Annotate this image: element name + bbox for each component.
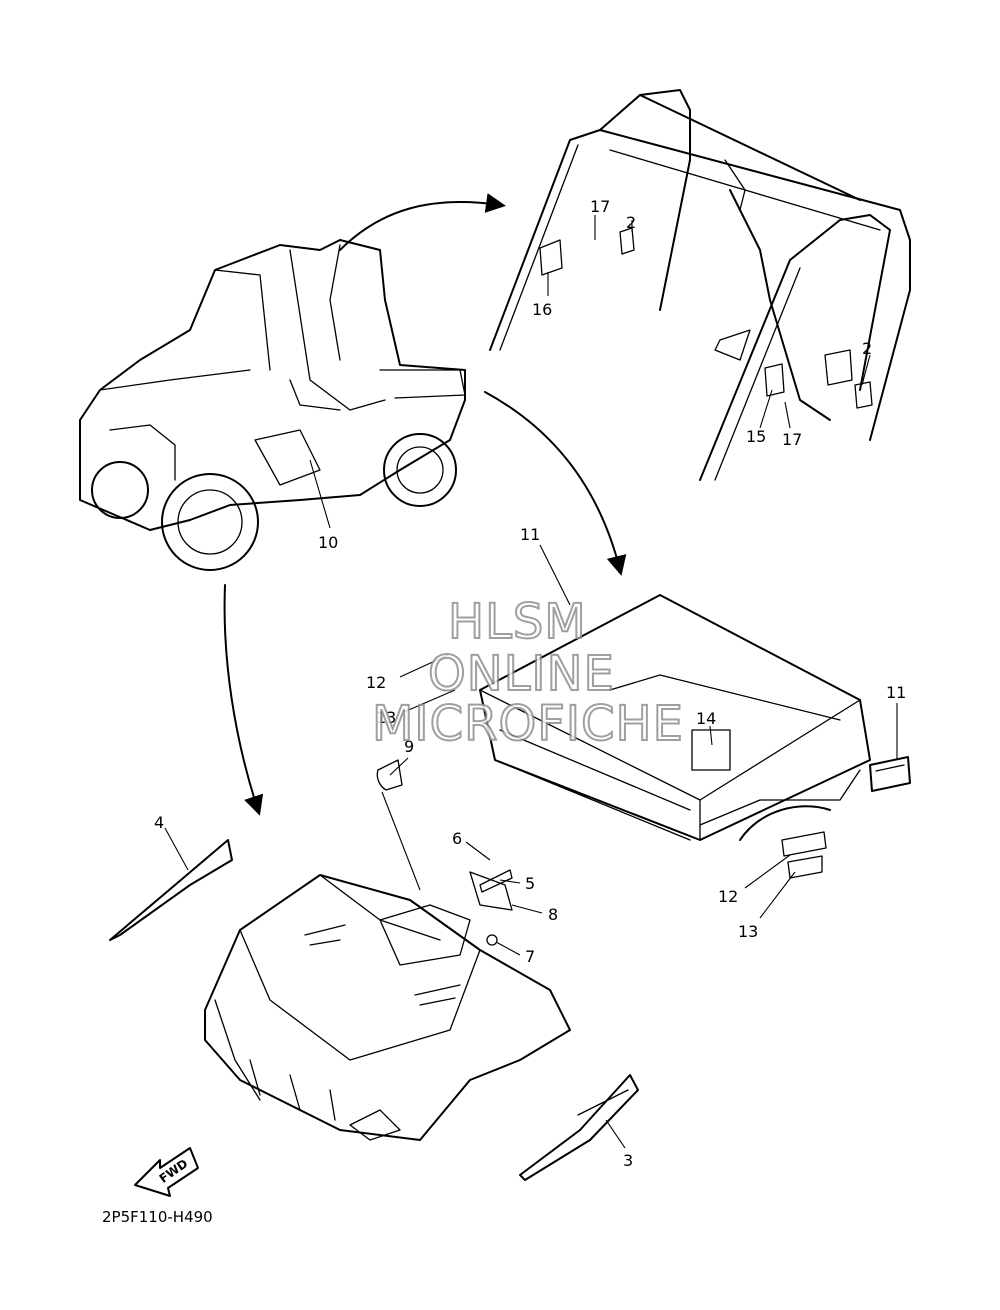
callout-labels: 17 2 16 2 15 17 10 11 12 13 14 11 12 13 …	[154, 197, 906, 1170]
watermark-line-3: MICROFICHE	[372, 696, 684, 752]
callout-14: 14	[696, 709, 716, 728]
arrow-to-front-panel	[223, 584, 264, 816]
callout-3: 3	[623, 1151, 633, 1170]
callout-2-left: 2	[626, 213, 636, 232]
callout-8: 8	[548, 905, 558, 924]
watermark: HLSM ONLINE MICROFICHE	[371, 593, 684, 753]
callout-17-upper: 17	[590, 197, 610, 216]
callout-12-right: 12	[718, 887, 738, 906]
callout-17-lower: 17	[782, 430, 802, 449]
arrow-to-roll-cage	[339, 193, 506, 251]
callout-16: 16	[532, 300, 552, 319]
callout-4: 4	[154, 813, 164, 832]
roll-cage	[489, 89, 911, 481]
callout-7: 7	[525, 947, 535, 966]
callout-15: 15	[746, 427, 766, 446]
callout-11-left: 11	[520, 525, 540, 544]
callout-13-right: 13	[738, 922, 758, 941]
fwd-label: FWD	[157, 1156, 191, 1185]
flow-arrows	[223, 193, 627, 816]
fwd-direction-arrow: FWD	[134, 1147, 199, 1197]
callout-2-right: 2	[862, 339, 872, 358]
front-panel	[109, 759, 639, 1181]
callout-10: 10	[318, 533, 338, 552]
watermark-line-1: HLSM	[448, 594, 587, 650]
cargo-bed	[479, 594, 911, 879]
vehicle-overview	[79, 239, 466, 571]
leader-lines	[164, 215, 898, 1149]
callout-6: 6	[452, 829, 462, 848]
callout-13-left: 13	[376, 708, 396, 727]
callout-11-right: 11	[886, 683, 906, 702]
callout-9: 9	[404, 737, 414, 756]
watermark-line-2: ONLINE	[428, 646, 615, 702]
callout-5: 5	[525, 874, 535, 893]
callout-12-left: 12	[366, 673, 386, 692]
diagram-code: 2P5F110-H490	[102, 1208, 213, 1226]
arrow-to-cargo-bed	[484, 391, 627, 576]
